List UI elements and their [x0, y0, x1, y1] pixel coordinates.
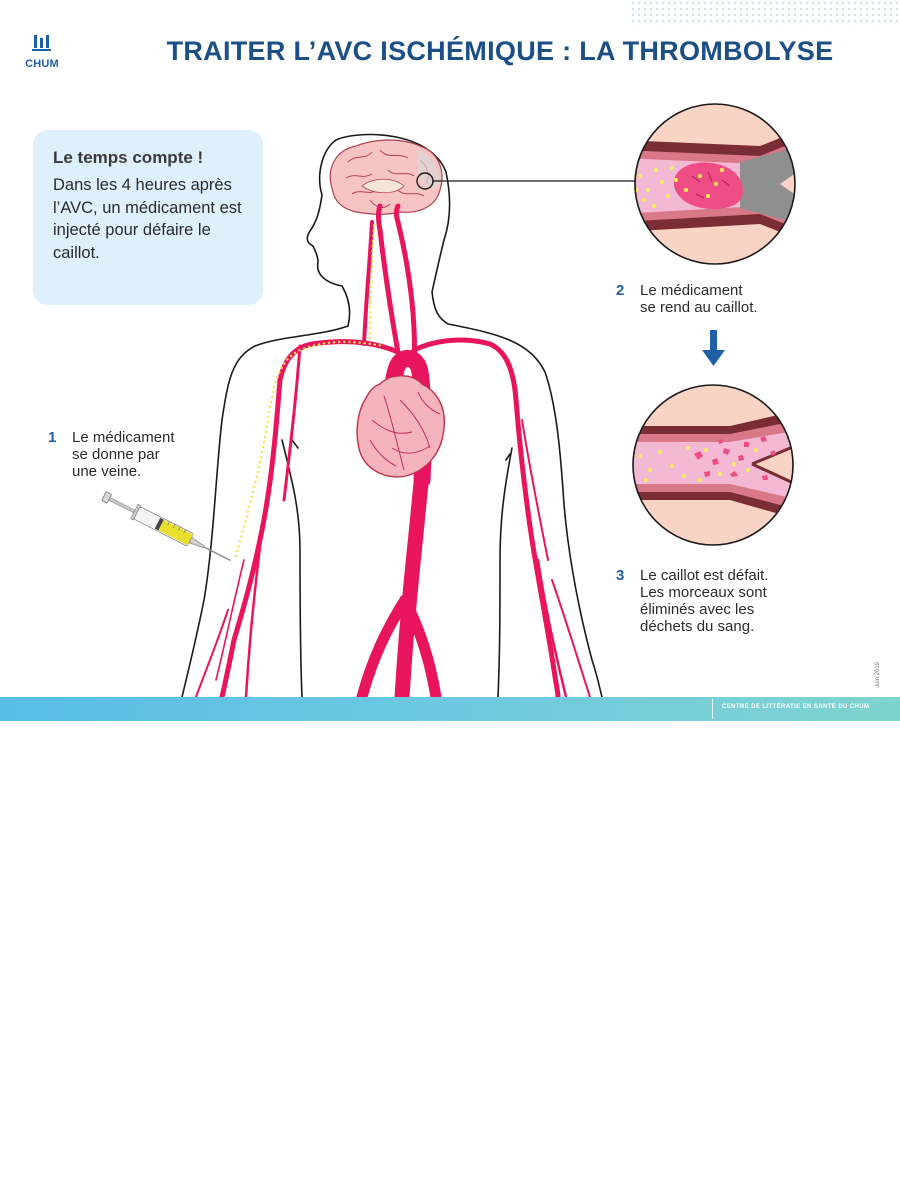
step-text: Le médicament se rend au caillot. [640, 282, 758, 316]
step-line: Les morceaux sont [640, 584, 767, 601]
step-number: 3 [616, 567, 625, 584]
step-line: une veine. [72, 463, 142, 480]
footer-label: CENTRE DE LITTÉRATIE EN SANTÉ DU CHUM [722, 704, 870, 710]
step-1: 1 Le médicament se donne par une veine. [48, 429, 238, 489]
circulatory-system [195, 203, 591, 705]
syringe-icon [101, 491, 231, 562]
logo-label: CHUM [25, 58, 59, 70]
heart-icon [356, 375, 445, 478]
brain-icon [329, 139, 443, 215]
dissolved-clot-vessel-icon [632, 384, 794, 546]
thrombolysis-illustration [101, 103, 796, 705]
step-line: Le médicament [72, 429, 175, 446]
footer-bar: CENTRE DE LITTÉRATIE EN SANTÉ DU CHUM [0, 697, 900, 721]
page-title: TRAITER L’AVC ISCHÉMIQUE : LA THROMBOLYS… [166, 36, 834, 66]
footer-separator [712, 699, 713, 719]
step-text: Le caillot est défait. Les morceaux sont… [640, 567, 768, 635]
step-3: 3 Le caillot est défait. Les morceaux so… [616, 567, 856, 637]
publication-date: Juin 2019 [875, 661, 881, 689]
step-line: se donne par [72, 446, 160, 463]
step-line: déchets du sang. [640, 618, 755, 635]
chum-logo: CHUM [22, 34, 62, 70]
down-arrow-icon [702, 330, 725, 366]
clot-vessel-icon [634, 103, 796, 265]
step-line: éliminés avec les [640, 601, 755, 618]
chum-logo-icon [32, 35, 51, 51]
step-number: 2 [616, 282, 625, 299]
info-box: Le temps compte ! Dans les 4 heures aprè… [33, 130, 263, 305]
decorative-dot-pattern [630, 0, 900, 26]
info-box-text: Dans les 4 heures après l’AVC, un médica… [53, 176, 242, 262]
step-line: Le médicament [640, 282, 743, 299]
body-outline [181, 133, 603, 698]
step-text: Le médicament se donne par une veine. [72, 429, 175, 480]
step-line: Le caillot est défait. [640, 567, 769, 584]
step-2: 2 Le médicament se rend au caillot. [616, 282, 816, 322]
step-line: se rend au caillot. [640, 299, 758, 316]
info-box-title: Le temps compte ! [53, 148, 204, 167]
drug-path [234, 222, 386, 558]
step-number: 1 [48, 429, 57, 446]
